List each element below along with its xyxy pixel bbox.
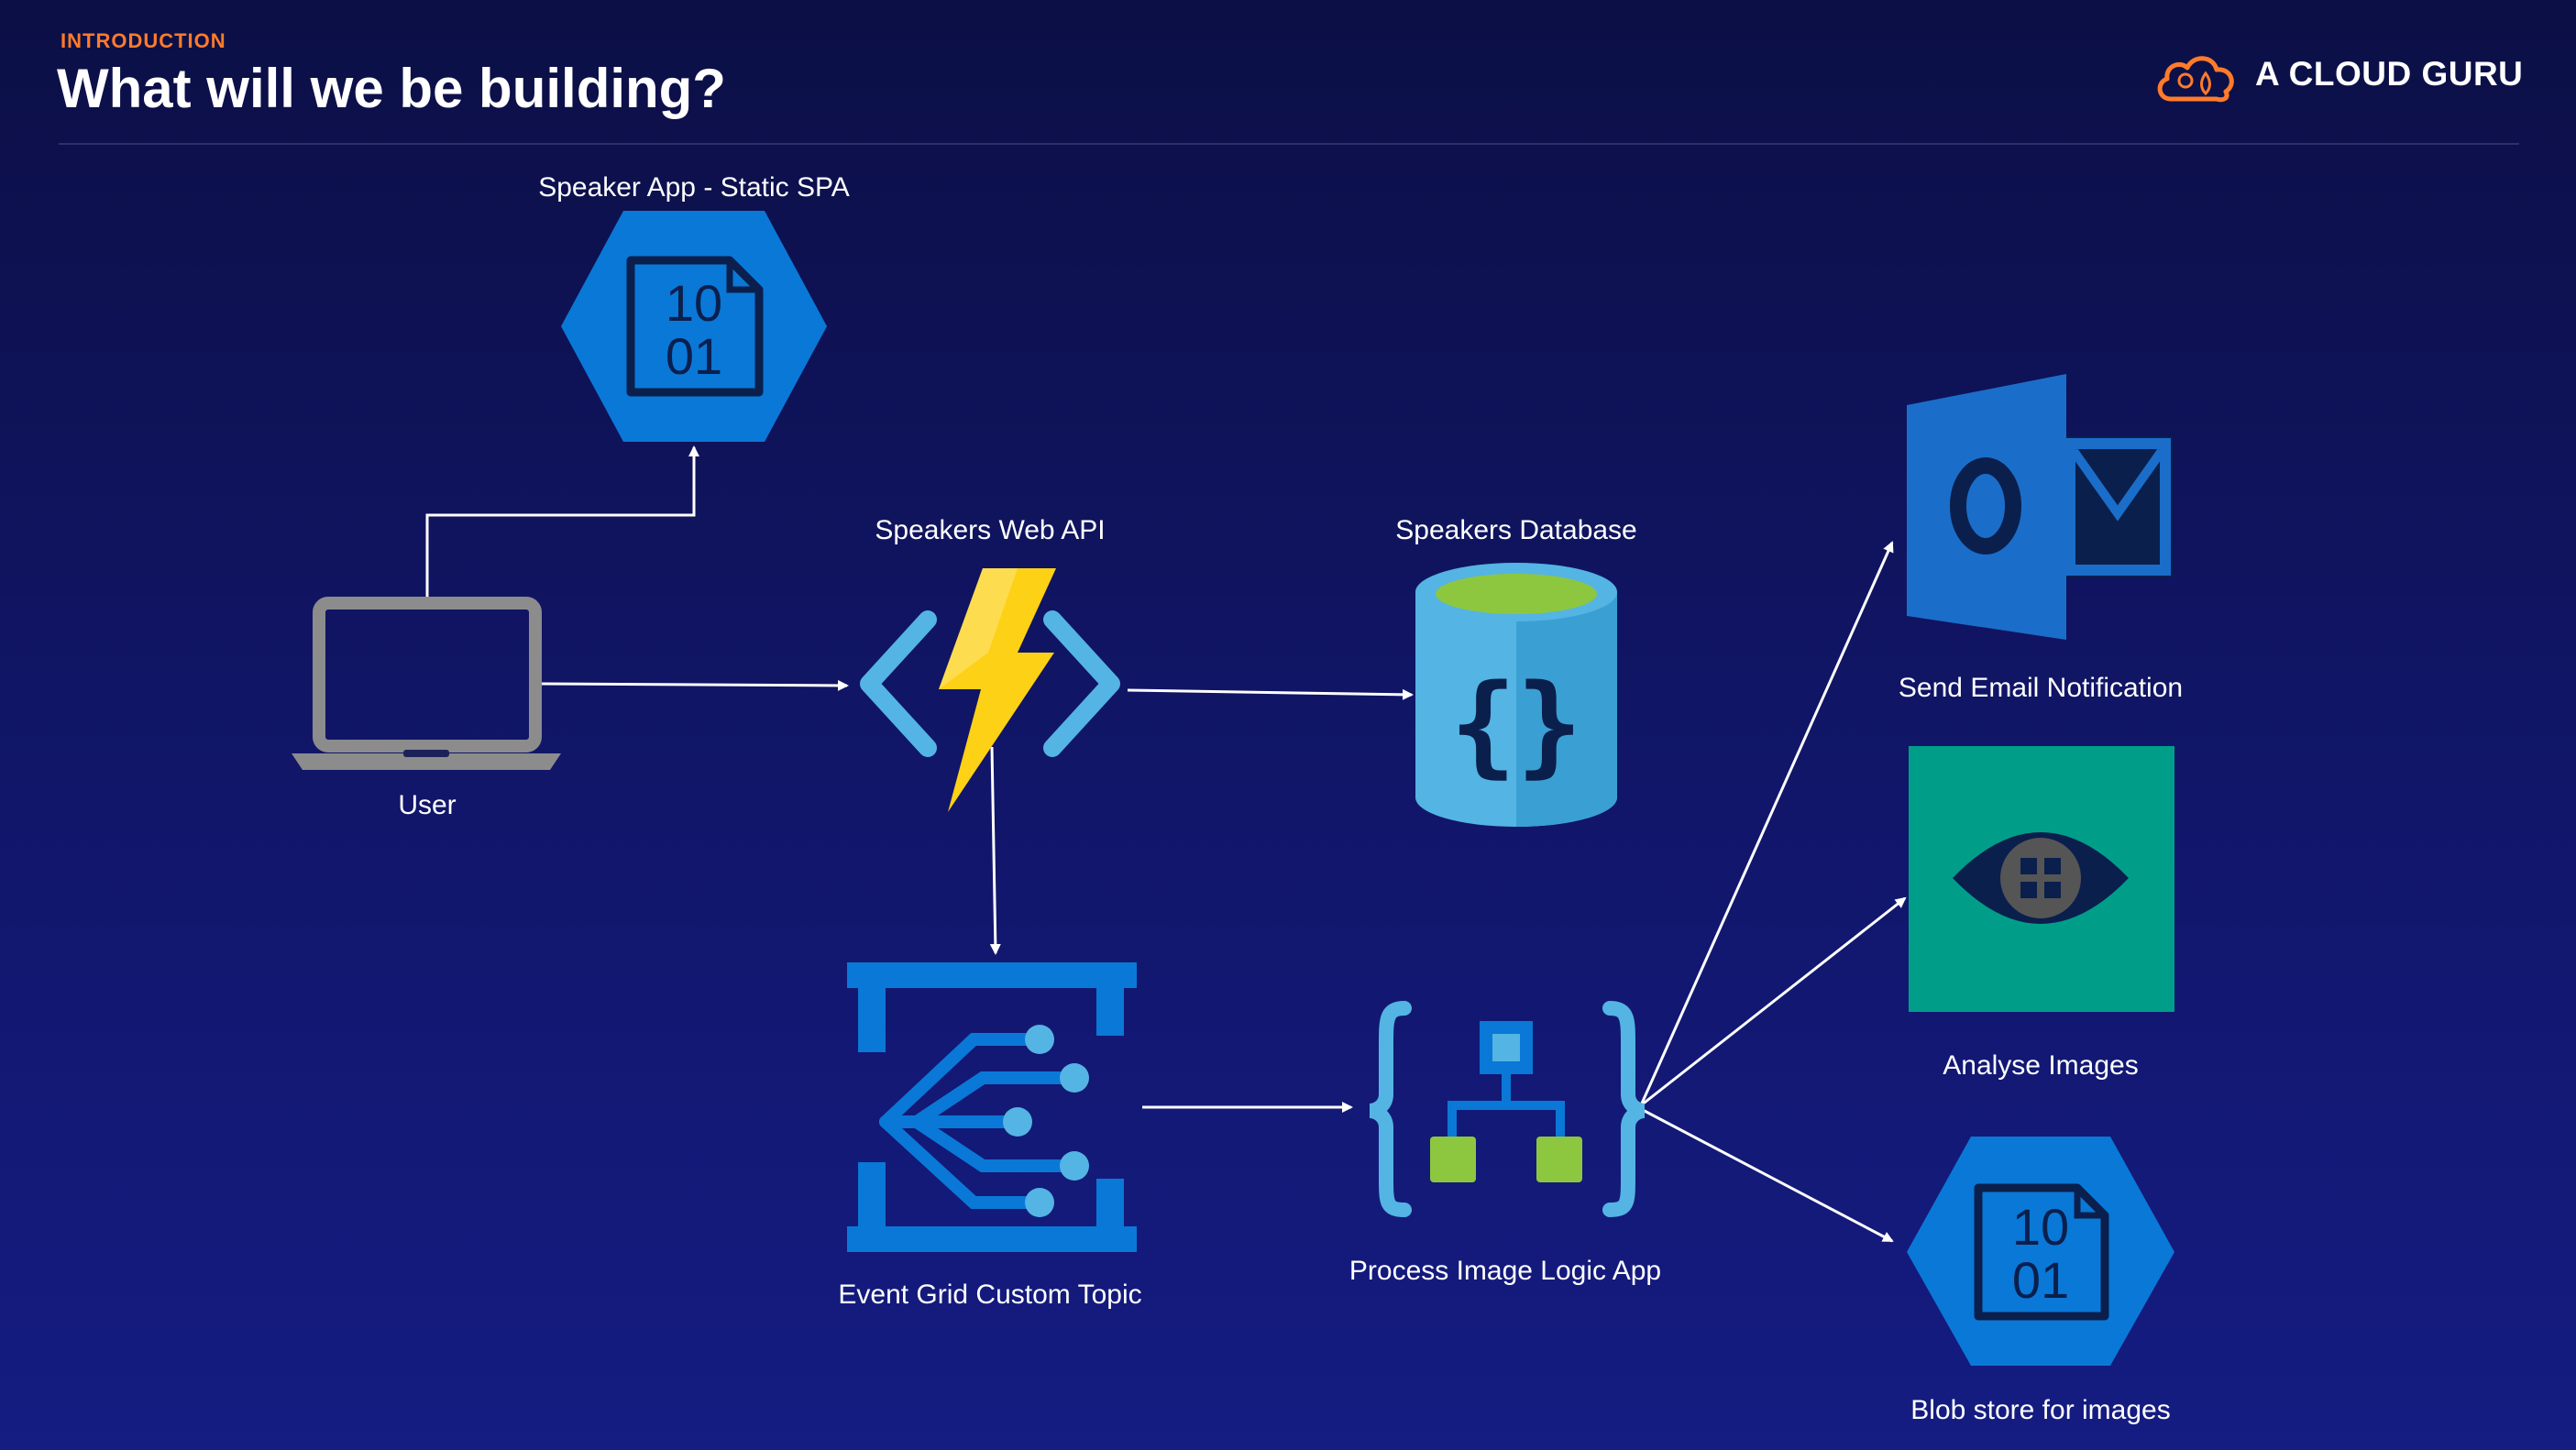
node-database: Speakers Database {}	[1395, 515, 1637, 827]
spa-binary-bottom: 01	[666, 327, 722, 385]
event-grid-label: Event Grid Custom Topic	[838, 1280, 1141, 1310]
brand-logo: A CLOUD GURU	[2152, 44, 2528, 108]
spa-binary-top: 10	[666, 274, 722, 332]
laptop-icon	[292, 597, 561, 770]
node-web-api: Speakers Web API	[860, 515, 1120, 812]
logic-app-label: Process Image Logic App	[1349, 1256, 1661, 1286]
arrow-user-to-spa	[425, 445, 699, 600]
header-divider	[59, 143, 2519, 145]
node-blob-store: 10 01 Blob store for images	[1907, 1137, 2174, 1425]
arrow-api-to-eventgrid	[989, 746, 1001, 955]
node-analyse-images: Analyse Images	[1909, 746, 2174, 1081]
section-label: INTRODUCTION	[61, 29, 226, 52]
arrow-api-to-database	[1127, 688, 1414, 700]
event-grid-icon	[847, 962, 1137, 1252]
blob-storage-icon: 10 01	[1907, 1137, 2174, 1366]
connectors	[425, 445, 1907, 1243]
node-email: Send Email Notification	[1899, 374, 2183, 703]
arrow-logicapp-to-blob	[1640, 1107, 1894, 1243]
computer-vision-icon	[1909, 746, 2174, 1012]
blob-label: Blob store for images	[1910, 1395, 2170, 1425]
blob-binary-top: 10	[2012, 1198, 2069, 1256]
logic-app-icon	[1369, 1001, 1646, 1217]
node-event-grid: Event Grid Custom Topic	[838, 962, 1142, 1310]
user-label: User	[398, 790, 456, 820]
outlook-icon	[1907, 374, 2173, 640]
page-title: What will we be building?	[57, 58, 726, 119]
analyse-label: Analyse Images	[1943, 1050, 2138, 1081]
cloud-logo-icon	[2157, 56, 2234, 103]
node-static-spa: Speaker App - Static SPA 10 01	[538, 172, 850, 442]
node-user: User	[292, 597, 561, 820]
node-logic-app: Process Image Logic App	[1349, 1001, 1661, 1286]
arrow-logicapp-to-analyse	[1640, 896, 1907, 1107]
database-label: Speakers Database	[1395, 515, 1637, 545]
arrow-logicapp-to-email	[1639, 541, 1894, 1106]
web-api-label: Speakers Web API	[875, 515, 1105, 545]
json-braces-glyph: {}	[1450, 662, 1583, 789]
cosmos-db-icon: {}	[1415, 563, 1617, 827]
static-spa-label: Speaker App - Static SPA	[538, 172, 850, 203]
blob-binary-bottom: 01	[2012, 1251, 2069, 1309]
email-label: Send Email Notification	[1899, 673, 2183, 703]
brand-name: A CLOUD GURU	[2255, 55, 2524, 93]
static-web-app-icon: 10 01	[561, 211, 827, 442]
function-app-icon	[860, 568, 1120, 812]
arrow-user-to-api	[540, 679, 849, 691]
